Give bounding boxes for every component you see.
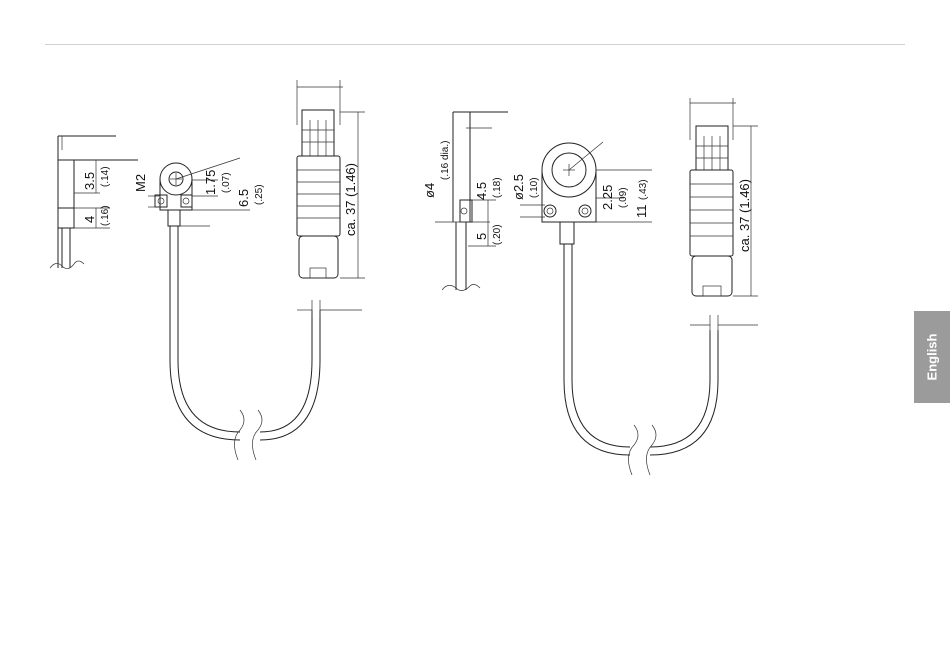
dim-2-25: 2.25 (.09) — [600, 185, 629, 210]
dim-4-5-value: 4.5 — [474, 182, 489, 200]
dim-2-25-value: 2.25 — [600, 185, 615, 210]
sensor-large-side-view — [435, 112, 508, 291]
dim-dia-2-5-value: ø2.5 — [511, 174, 526, 200]
dim-connector-length-2: ca. 37 (1.46) — [737, 179, 752, 252]
dim-3-5: 3.5 (.14) — [82, 166, 111, 190]
dim-1-75-value: 1.75 — [203, 170, 218, 195]
dim-dia-4: ø4 (.16 dia.) — [422, 141, 451, 198]
dim-11-value: 11 — [634, 205, 649, 219]
dim-m2-value: M2 — [133, 174, 148, 192]
language-tab[interactable]: English — [914, 311, 950, 403]
dim-1-75: 1.75 (.07) — [203, 170, 232, 195]
sensor-small-front-view — [148, 158, 320, 460]
dim-dia-4-inch: (.16 dia.) — [440, 141, 451, 180]
dim-dia-2-5: ø2.5 (.10) — [511, 174, 540, 200]
dim-m2: M2 — [133, 174, 148, 192]
language-tab-label: English — [925, 334, 940, 381]
dim-5-value: 5 — [474, 233, 489, 240]
connector-length-2: ca. 37 (1.46) — [737, 179, 752, 252]
dim-11: 11 (.43) — [634, 179, 649, 218]
dim-4: 4 (.16) — [82, 205, 111, 226]
dim-4-5: 4.5 (.18) — [474, 177, 503, 200]
dim-3-5-value: 3.5 — [82, 172, 97, 190]
dim-1-75-inch: (.07) — [221, 172, 232, 193]
dim-5: 5 (.20) — [474, 224, 503, 245]
dim-connector-length-1: ca. 37 (1.46) — [343, 163, 358, 236]
dim-4-inch: (.16) — [100, 205, 111, 226]
dim-6-5-value: 6.5 — [236, 189, 251, 207]
dim-dia-4-value: ø4 — [422, 183, 437, 198]
dim-dia-2-5-inch: (.10) — [529, 177, 540, 198]
dim-11-inch: (.43) — [638, 179, 649, 200]
dim-4-5-inch: (.18) — [492, 177, 503, 198]
dim-4-value: 4 — [82, 216, 97, 223]
dim-6-5-inch: (.25) — [254, 184, 265, 205]
dim-2-25-inch: (.09) — [618, 187, 629, 208]
dim-6-5: 6.5 (.25) — [236, 184, 265, 207]
dim-3-5-inch: (.14) — [100, 166, 111, 187]
sensor-small-side-view — [50, 136, 138, 269]
connector-length-1: ca. 37 (1.46) — [343, 163, 358, 236]
dim-5-inch: (.20) — [492, 224, 503, 245]
